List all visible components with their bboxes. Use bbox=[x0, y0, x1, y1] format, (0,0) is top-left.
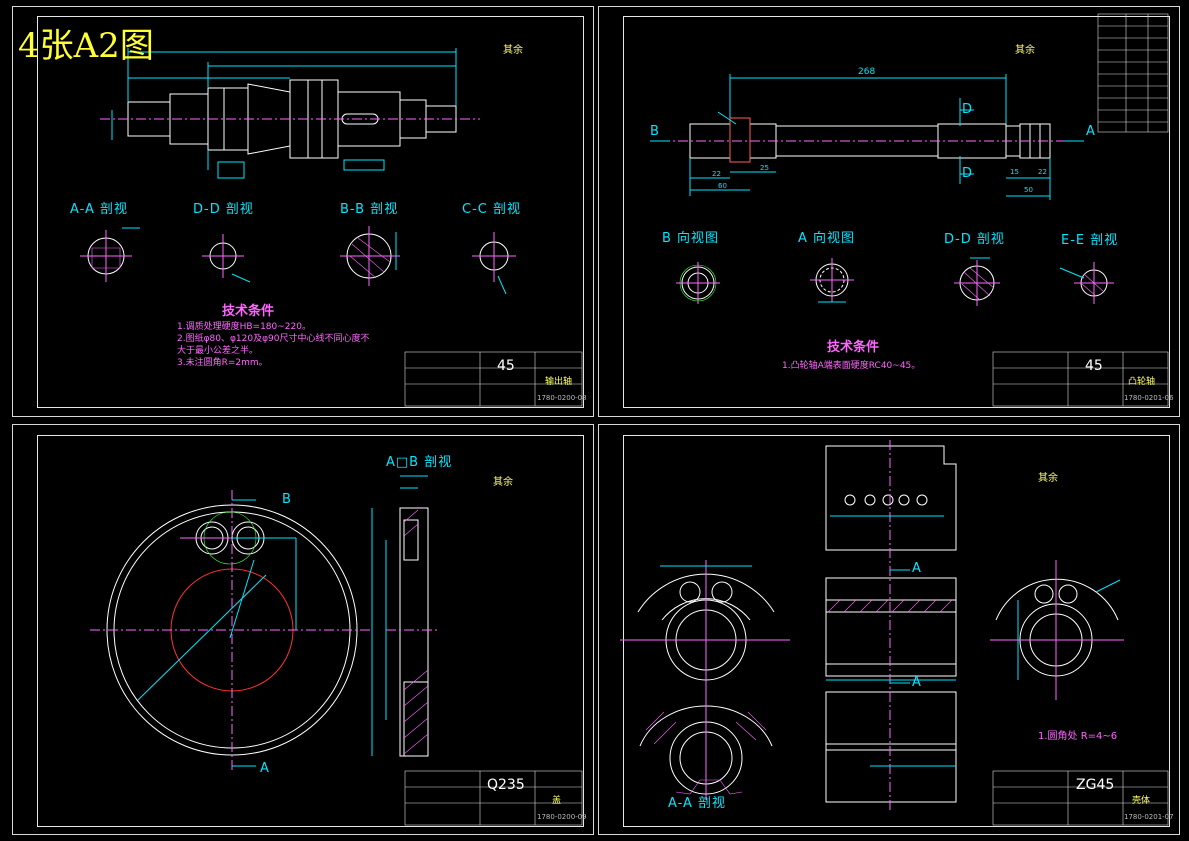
sheet2-overall-dim: 268 bbox=[858, 67, 876, 77]
sheet2-mark-d-bottom: D bbox=[962, 166, 974, 181]
section-arrows-2 bbox=[650, 98, 1084, 184]
sheet2-tech-note: 1.凸轮轴A端表面硬度RC40~45。 bbox=[782, 361, 921, 371]
cam-shaft bbox=[689, 117, 1051, 163]
sheet4-note: 1.圆角处 R=4~6 bbox=[1038, 731, 1118, 742]
sheet2-drawing-code: 1780-0201-06 bbox=[1124, 394, 1174, 402]
sheet4-material: ZG45 bbox=[1076, 777, 1115, 793]
section-a-a bbox=[80, 227, 140, 282]
sheet2-mark-d-top: D bbox=[962, 102, 974, 117]
sheet1-section-b-b: B-B 剖视 bbox=[340, 202, 399, 217]
sheet3-drawing-code: 1780-0200-09 bbox=[537, 813, 587, 821]
sheet2-dim-2: 25 bbox=[760, 164, 769, 172]
sheet4-drawing-code: 1780-0201-07 bbox=[1124, 813, 1174, 821]
sheet1-drawing-code: 1780-0200-08 bbox=[537, 394, 587, 402]
sheet3-mark-a: A bbox=[260, 761, 270, 776]
sheet1-tech-title: 技术条件 bbox=[222, 304, 275, 319]
frame-1 bbox=[37, 16, 584, 408]
sheet2-dim-3: 60 bbox=[718, 182, 727, 190]
housing-section-a bbox=[620, 560, 790, 800]
sheet2-view-a: A 向视图 bbox=[798, 231, 856, 246]
sheet-count-banner: 4张A2图 bbox=[18, 26, 154, 66]
sheet4-mark-a-bottom: A bbox=[912, 675, 922, 690]
sheet1-section-d-d: D-D 剖视 bbox=[193, 202, 254, 217]
sheet3-mark-b: B bbox=[282, 492, 292, 507]
section-c-c bbox=[472, 232, 516, 295]
sheet1-tech-note-3: 大于最小公差之半。 bbox=[177, 346, 259, 356]
shaft-dimensions bbox=[111, 48, 457, 179]
frame-4 bbox=[623, 435, 1170, 827]
cam-dimensions bbox=[689, 74, 1051, 200]
section-d-d bbox=[202, 234, 251, 283]
section-b-b bbox=[340, 226, 400, 286]
view-e-e bbox=[1059, 262, 1114, 304]
sheet2-mark-a: A bbox=[1086, 124, 1096, 139]
view-d-d bbox=[954, 257, 1000, 306]
sheet1-section-c-c: C-C 剖视 bbox=[462, 202, 521, 217]
view-a bbox=[810, 258, 854, 303]
sheet1-tech-note-2: 2.图纸φ80、φ120及φ90尺寸中心线不同心度不 bbox=[177, 334, 370, 344]
cover-section bbox=[371, 475, 440, 757]
sheet4-rest-symbol: 其余 bbox=[1038, 473, 1058, 484]
sheet3-rest-symbol: 其余 bbox=[493, 477, 513, 488]
sheet1-part-name: 输出轴 bbox=[545, 377, 573, 387]
sheet3-material: Q235 bbox=[487, 777, 525, 793]
sheet1-rest-symbol: 其余 bbox=[503, 45, 523, 56]
frame-2 bbox=[623, 16, 1170, 408]
sheet3-part-name: 盖 bbox=[552, 796, 562, 806]
view-b bbox=[676, 262, 720, 304]
sheet2-mark-b: B bbox=[650, 124, 660, 139]
sheet-2 bbox=[598, 6, 1180, 417]
cover-plate bbox=[90, 490, 370, 770]
sheet1-tech-note-4: 3.未注圆角R=2mm。 bbox=[177, 358, 268, 368]
sheet4-section: A-A 剖视 bbox=[668, 796, 727, 811]
sheet-4 bbox=[598, 424, 1180, 835]
housing-side bbox=[990, 560, 1124, 700]
sheet2-view-d-d: D-D 剖视 bbox=[944, 232, 1005, 247]
sheet2-view-e-e: E-E 剖视 bbox=[1061, 233, 1119, 248]
sheet-1 bbox=[12, 6, 594, 417]
frame-3 bbox=[37, 435, 584, 827]
sheet2-tech-title: 技术条件 bbox=[827, 340, 880, 355]
sheet2-material: 45 bbox=[1085, 358, 1103, 374]
sheet1-tech-note-1: 1.调质处理硬度HB=180~220。 bbox=[177, 322, 311, 332]
sheet2-view-b: B 向视图 bbox=[662, 231, 720, 246]
sheet2-rest-symbol: 其余 bbox=[1015, 45, 1035, 56]
sheet1-material: 45 bbox=[497, 358, 515, 374]
sheet-3 bbox=[12, 424, 594, 835]
sheet2-dim-6: 50 bbox=[1024, 186, 1033, 194]
housing-front bbox=[825, 440, 957, 810]
sheet2-part-name: 凸轮轴 bbox=[1128, 377, 1156, 387]
sheet2-dim-4: 15 bbox=[1010, 168, 1019, 176]
sheet3-section: A□B 剖视 bbox=[386, 455, 453, 470]
sheet1-section-a-a: A-A 剖视 bbox=[70, 202, 129, 217]
sheet4-part-name: 壳体 bbox=[1132, 796, 1151, 806]
sheet2-dim-5: 22 bbox=[1038, 168, 1047, 176]
parameter-table bbox=[1097, 13, 1169, 133]
sheet4-mark-a-top: A bbox=[912, 561, 922, 576]
sheet2-dim-1: 22 bbox=[712, 170, 721, 178]
